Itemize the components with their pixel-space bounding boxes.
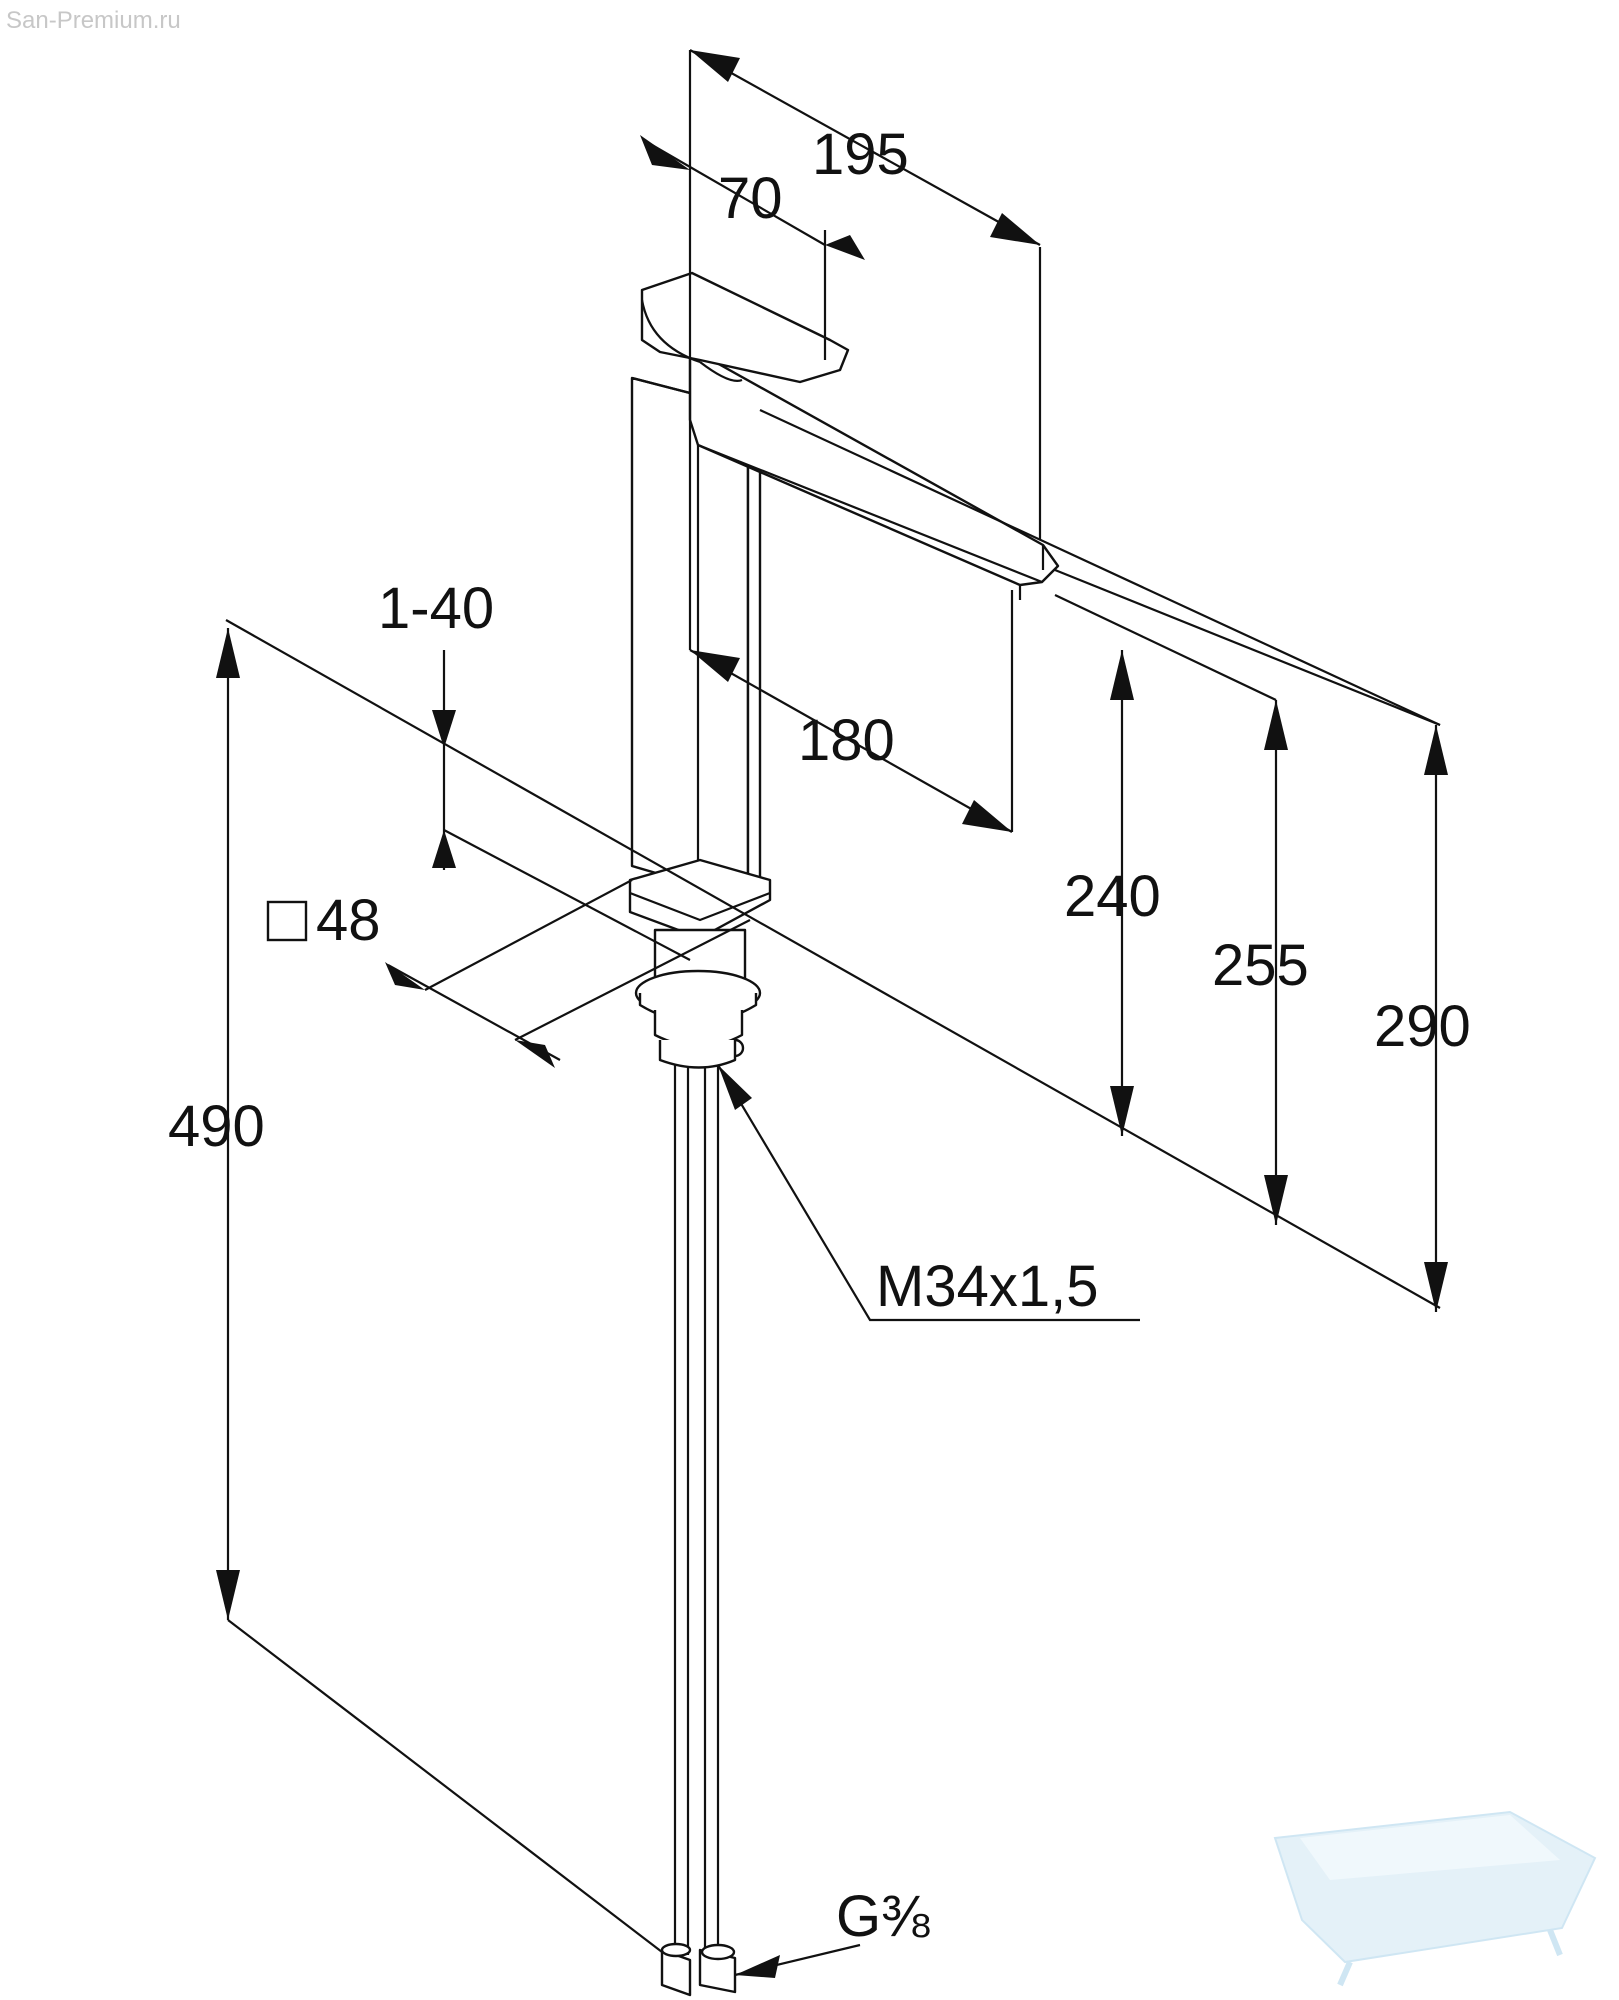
dim-180-label: 180 xyxy=(798,708,895,773)
connection-thread-label: G⅜ xyxy=(836,1884,930,1949)
dim-48-label: 48 xyxy=(316,888,381,953)
dim-490-label: 490 xyxy=(168,1094,265,1159)
watermark-logo xyxy=(1273,1810,1597,1987)
watermark-text: San-Premium.ru xyxy=(6,7,181,34)
faucet-body xyxy=(628,271,1060,1997)
thread-size-label: M34x1,5 xyxy=(876,1254,1098,1319)
dim-195-label: 195 xyxy=(812,122,909,187)
dim-290-label: 290 xyxy=(1374,994,1471,1059)
dimension-lines xyxy=(225,49,1441,1977)
dim-70-label: 70 xyxy=(718,166,783,231)
arrowheads xyxy=(216,50,1448,1978)
square-symbol-icon xyxy=(266,900,308,942)
dim-255-label: 255 xyxy=(1212,933,1309,998)
dim-1-40-label: 1-40 xyxy=(378,576,494,641)
dim-240-label: 240 xyxy=(1064,864,1161,929)
